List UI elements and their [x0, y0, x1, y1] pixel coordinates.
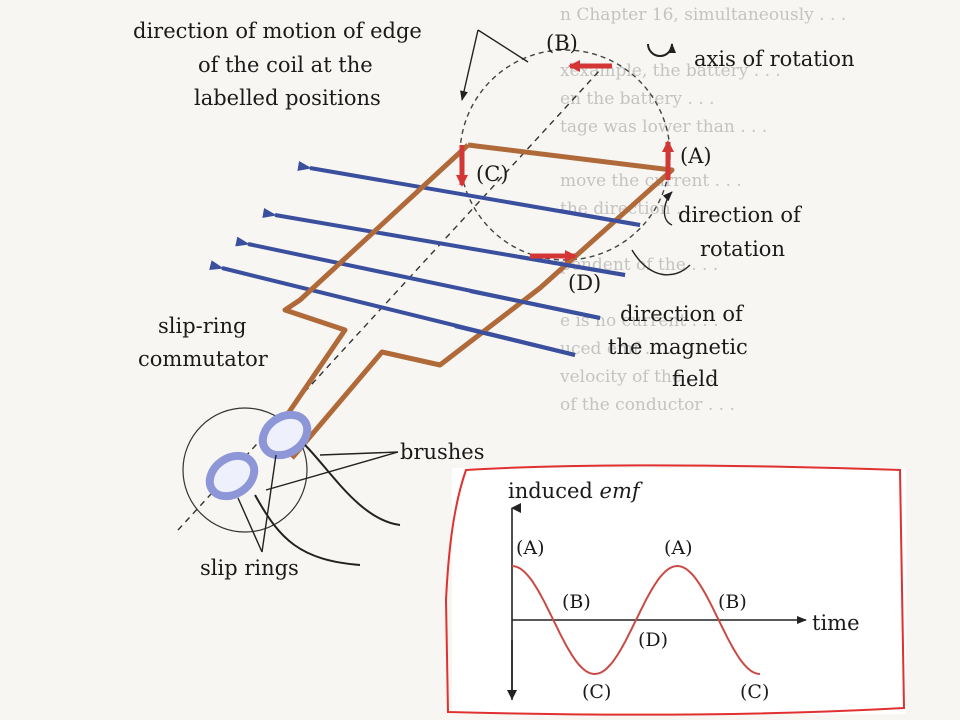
coil — [267, 142, 675, 460]
position-a-label: (A) — [680, 144, 712, 168]
x-axis-label: time — [812, 611, 860, 635]
brushes-pointer — [319, 451, 399, 456]
svg-text:move the current . . .: move the current . . . — [560, 171, 742, 191]
field-lines-front — [454, 209, 641, 357]
slip-ring-lower — [205, 451, 259, 501]
graph-label-a2: (A) — [664, 537, 693, 559]
slip-ring-label-line2: commutator — [138, 347, 269, 371]
position-b-label: (B) — [546, 31, 578, 55]
field-label-line1: direction of — [620, 302, 745, 326]
graph-label-b1: (B) — [562, 591, 591, 613]
svg-text:uced emf . . .: uced emf . . . — [560, 339, 672, 359]
graph-background — [452, 468, 906, 714]
graph-label-b2: (B) — [718, 591, 747, 613]
brushes-label: brushes — [400, 440, 485, 464]
graph-label-c1: (C) — [582, 681, 611, 703]
slip-ring-label-line1: slip-ring — [158, 314, 246, 338]
brush-wire-upper — [304, 444, 401, 526]
motion-label-line1: direction of motion of edge — [133, 19, 422, 43]
svg-text:en the battery . . .: en the battery . . . — [560, 89, 715, 109]
label-pointers — [460, 29, 691, 276]
slip-rings-pointer — [261, 454, 277, 553]
emf-graph: induced emf time (A) (A) (B) (B) (D) (C)… — [444, 464, 906, 716]
axis-of-rotation-label: axis of rotation — [694, 47, 855, 71]
slip-ring-assembly — [182, 407, 401, 566]
motion-label-line2: of the coil at the — [198, 53, 373, 77]
diagram-labels: direction of motion of edge of the coil … — [133, 19, 855, 580]
graph-label-c2: (C) — [740, 681, 769, 703]
graph-label-d: (D) — [638, 629, 668, 651]
slip-rings-pointer — [237, 497, 263, 553]
emf-curve — [511, 564, 761, 676]
motion-arrows — [456, 60, 674, 262]
rotation-axis-line — [177, 69, 601, 531]
slip-ring-upper — [258, 410, 312, 460]
graph-title: induced emf — [508, 479, 643, 503]
field-label-line3: field — [672, 367, 719, 391]
svg-text:tage was lower than . . .: tage was lower than . . . — [560, 117, 767, 137]
position-d-label: (D) — [568, 271, 601, 295]
y-axis-down-head — [507, 690, 517, 700]
slip-rings-label: slip rings — [200, 556, 299, 580]
rotation-label-line2: rotation — [700, 237, 785, 261]
rotation-label-line1: direction of — [678, 203, 803, 227]
svg-text:n Chapter 16, simultaneously .: n Chapter 16, simultaneously . . . — [560, 5, 846, 25]
svg-text:velocity of the . . .: velocity of the . . . — [559, 367, 714, 387]
brushes-pointer — [265, 451, 399, 491]
svg-text:xexample, the battery . . .: xexample, the battery . . . — [560, 61, 781, 81]
annotation-box — [444, 464, 906, 716]
field-label-line2: the magnetic — [608, 335, 748, 359]
position-c-label: (C) — [476, 162, 508, 186]
axis-rotation-arrow-icon — [647, 43, 676, 57]
motion-label-line3: labelled positions — [194, 86, 381, 110]
direction-of-rotation-arrow — [662, 191, 673, 226]
brush-wire-lower — [254, 494, 361, 566]
graph-label-a1: (A) — [516, 537, 545, 559]
svg-text:of the conductor . . .: of the conductor . . . — [560, 395, 735, 415]
commutator-outline — [182, 407, 308, 533]
